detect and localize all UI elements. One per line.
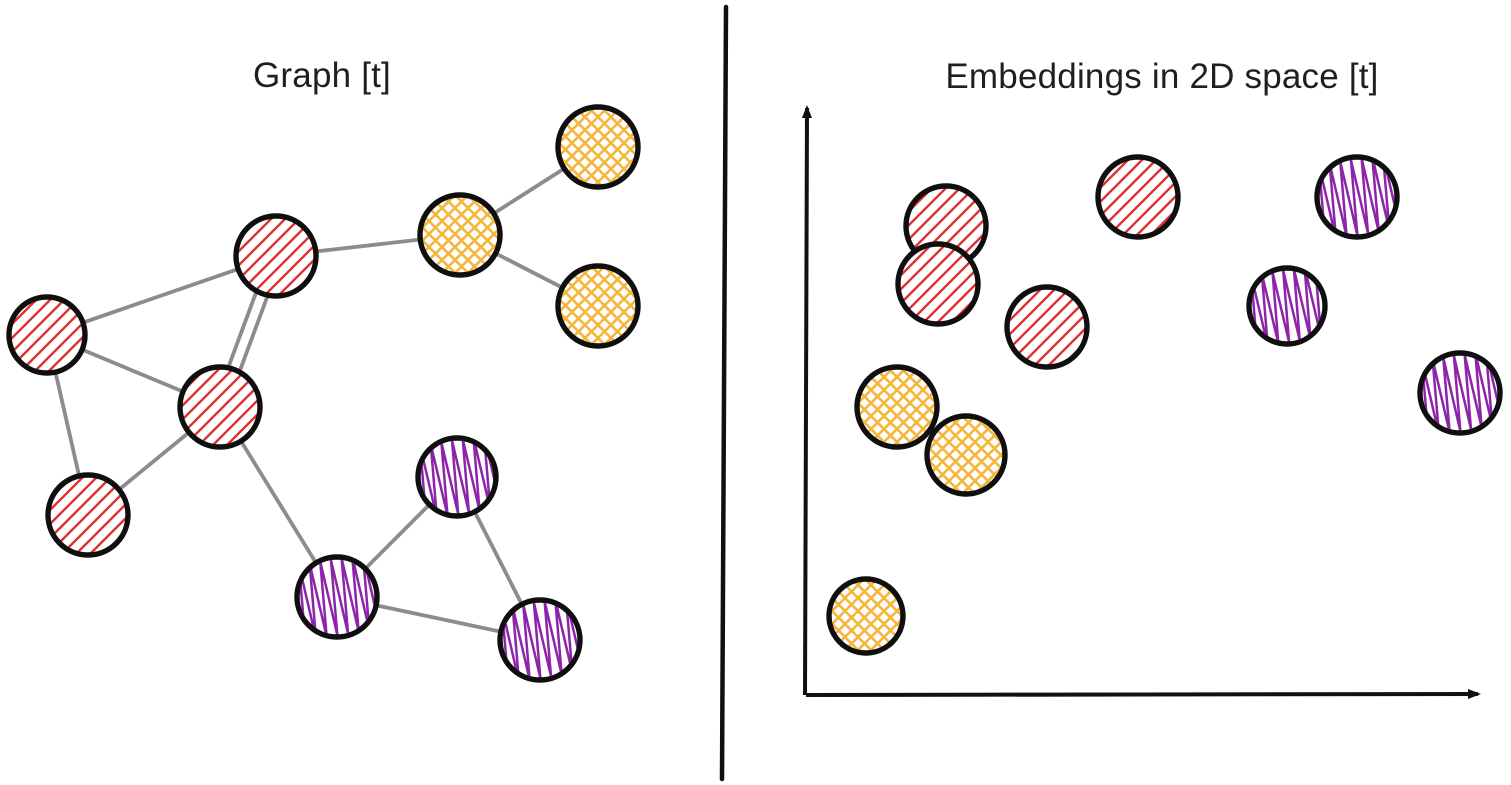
graph-panel-title: Graph [t] [253,56,391,95]
embedding-node-red [895,241,981,327]
graph-node-red [177,364,263,450]
embedding-node-purple [1417,350,1503,436]
graph-node-purple [294,554,380,640]
graph-node-yellow [417,192,503,278]
embeddings-panel-title: Embeddings in 2D space [t] [945,57,1379,96]
graph-nodes [6,104,641,683]
graph-node-red [233,213,319,299]
graph-node-red [45,472,131,558]
embedding-node-yellow [924,413,1008,497]
y-axis [801,105,812,696]
embedding-node-purple [1246,265,1328,347]
graph-node-yellow [555,104,641,190]
graph-node-purple [415,435,499,519]
embedding-node-yellow [826,576,906,656]
graph-node-red [6,294,88,376]
x-axis [805,689,1481,700]
panel-divider [719,4,729,782]
embedding-node-yellow [854,364,940,450]
embedding-node-red [1095,154,1181,240]
embedding-axes [801,105,1481,700]
embedding-points [826,154,1503,656]
embedding-node-purple [1314,154,1400,240]
graph-node-purple [497,597,583,683]
graph-node-yellow [555,263,641,349]
embedding-node-red [1004,284,1090,370]
